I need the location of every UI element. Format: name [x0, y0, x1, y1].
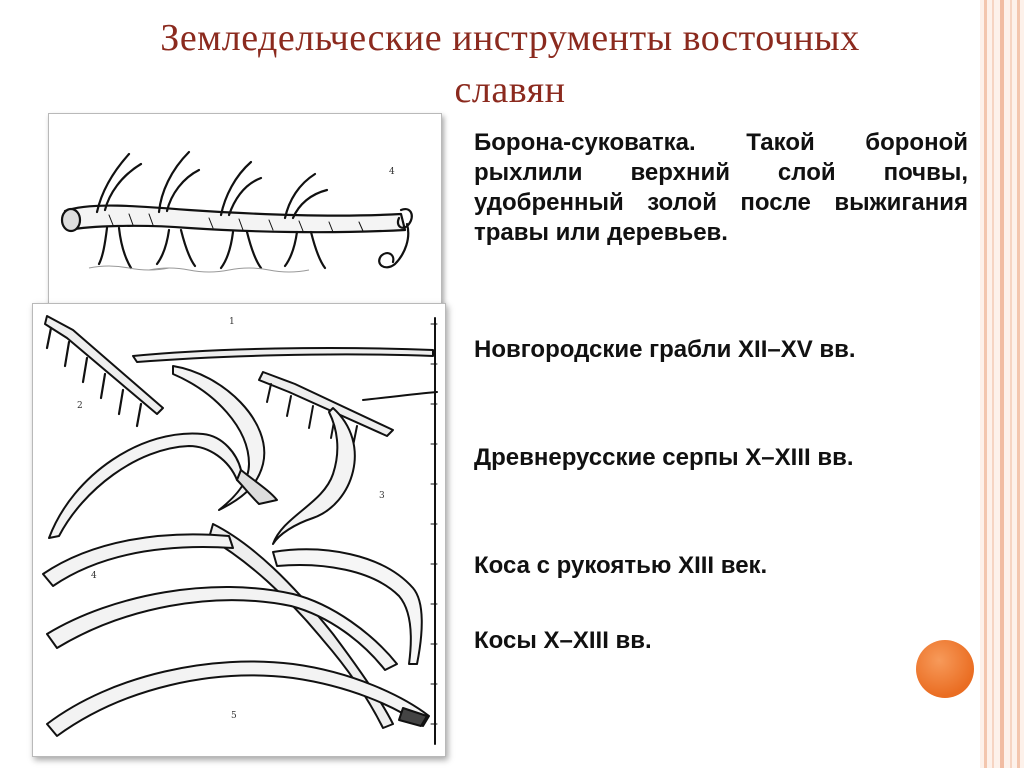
tools-label-2: 2 [77, 401, 83, 411]
harrow-drawing: 4 [60, 150, 413, 273]
scythe-handle-description: Коса с рукоятью XIII век. [474, 552, 768, 579]
tools-label-1: 1 [229, 317, 235, 327]
description-column: Борона-суковатка. Такой бороной рыхлили … [474, 128, 968, 654]
tools-illustration: 1 2 3 4 5 [32, 303, 446, 757]
tools-label-3: 3 [379, 491, 385, 501]
harrow-illustration: 4 [48, 113, 442, 305]
harrow-description: Борона-суковатка. Такой бороной рыхлили … [474, 129, 968, 246]
sickles-description: Древнерусские серпы X–XIII вв. [474, 444, 854, 471]
tools-label-4: 4 [91, 571, 97, 581]
harrow-label-4: 4 [389, 167, 395, 177]
tools-label-5: 5 [231, 711, 237, 721]
decorative-orange-dot [916, 640, 974, 698]
decorative-stripes [980, 0, 1024, 768]
tools-drawing: 1 2 3 4 5 [42, 315, 438, 745]
rakes-description: Новгородские грабли XII–XV вв. [474, 336, 856, 363]
title-line-2: славян [454, 69, 566, 111]
scythes-description: Косы X–XIII вв. [474, 627, 652, 654]
slide-title: Земледельческие инструменты восточных сл… [30, 12, 990, 116]
title-line-1: Земледельческие инструменты восточных [160, 17, 860, 59]
